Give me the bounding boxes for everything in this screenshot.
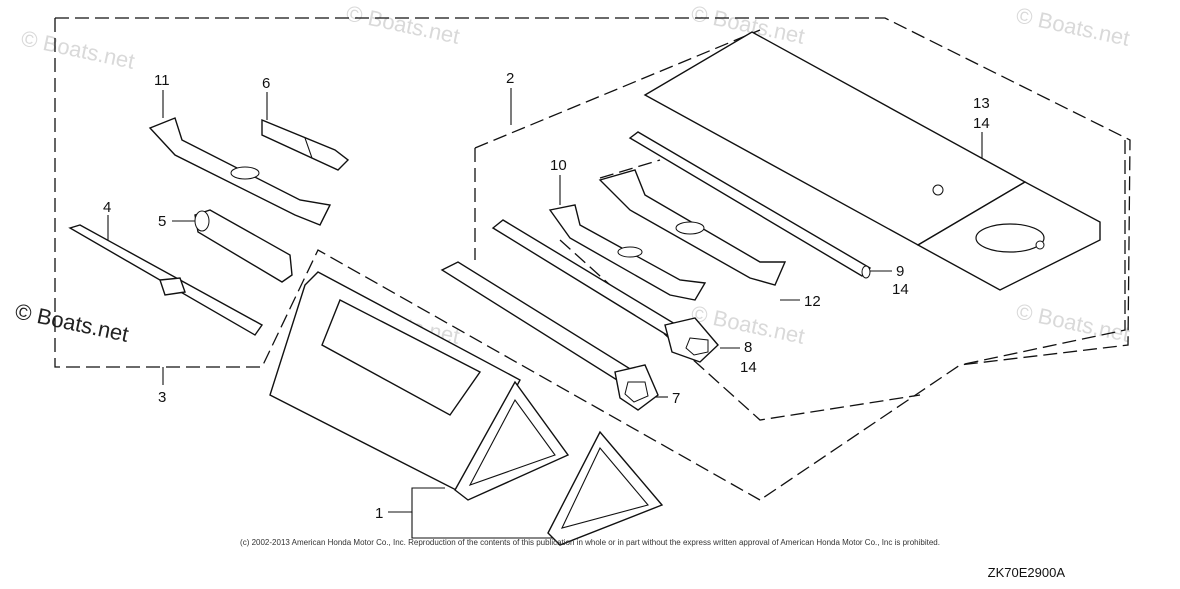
callout-4: 4 — [103, 199, 111, 216]
tool-pouch — [643, 31, 1101, 291]
tool-group-boundary — [599, 159, 661, 179]
kit-boundary-top — [474, 29, 761, 149]
wrench-12 — [598, 169, 787, 286]
extension-bar — [628, 131, 872, 279]
callout-9: 9 — [896, 263, 904, 280]
pouch-boundary — [959, 140, 1126, 366]
watermark: © Boats.net — [19, 25, 137, 73]
socket-wrench-7 — [440, 261, 659, 411]
callout-5: 5 — [158, 213, 166, 230]
callout-12: 12 — [804, 293, 821, 310]
leader-1b — [411, 512, 556, 539]
watermark: © Boats.net — [1014, 2, 1132, 50]
screwdriver-blade-6 — [261, 118, 350, 171]
tool-bag-small — [547, 430, 664, 546]
callout-8-14: 14 — [740, 359, 757, 376]
callout-13: 13 — [973, 95, 990, 112]
callout-11: 11 — [154, 72, 170, 89]
screwdriver-blade-4 — [68, 224, 264, 336]
diagram-code: ZK70E2900A — [987, 565, 1065, 580]
wrench-10 — [548, 204, 707, 301]
callout-8: 8 — [744, 339, 752, 356]
callout-10: 10 — [550, 157, 567, 174]
callout-9-14: 14 — [892, 281, 909, 298]
left-boundary — [54, 18, 761, 501]
outer-boundary — [55, 17, 1131, 501]
watermark-dark: © Boats.net — [13, 298, 131, 346]
callout-13-14: 14 — [973, 115, 990, 132]
callout-6: 6 — [262, 75, 270, 92]
wrench-11 — [148, 117, 332, 226]
leader-1a — [388, 487, 445, 513]
callout-7: 7 — [672, 390, 680, 407]
copyright-notice: (c) 2002-2013 American Honda Motor Co., … — [240, 538, 940, 547]
callout-1: 1 — [375, 505, 383, 522]
socket-wrench-8 — [491, 219, 719, 363]
screwdriver-handle-5 — [194, 209, 293, 283]
tool-bag-large — [269, 271, 570, 501]
callout-3: 3 — [158, 389, 166, 406]
callout-2: 2 — [506, 70, 514, 87]
watermark: © Boats.net — [1014, 298, 1132, 346]
watermark: © Boats.net — [344, 0, 462, 48]
